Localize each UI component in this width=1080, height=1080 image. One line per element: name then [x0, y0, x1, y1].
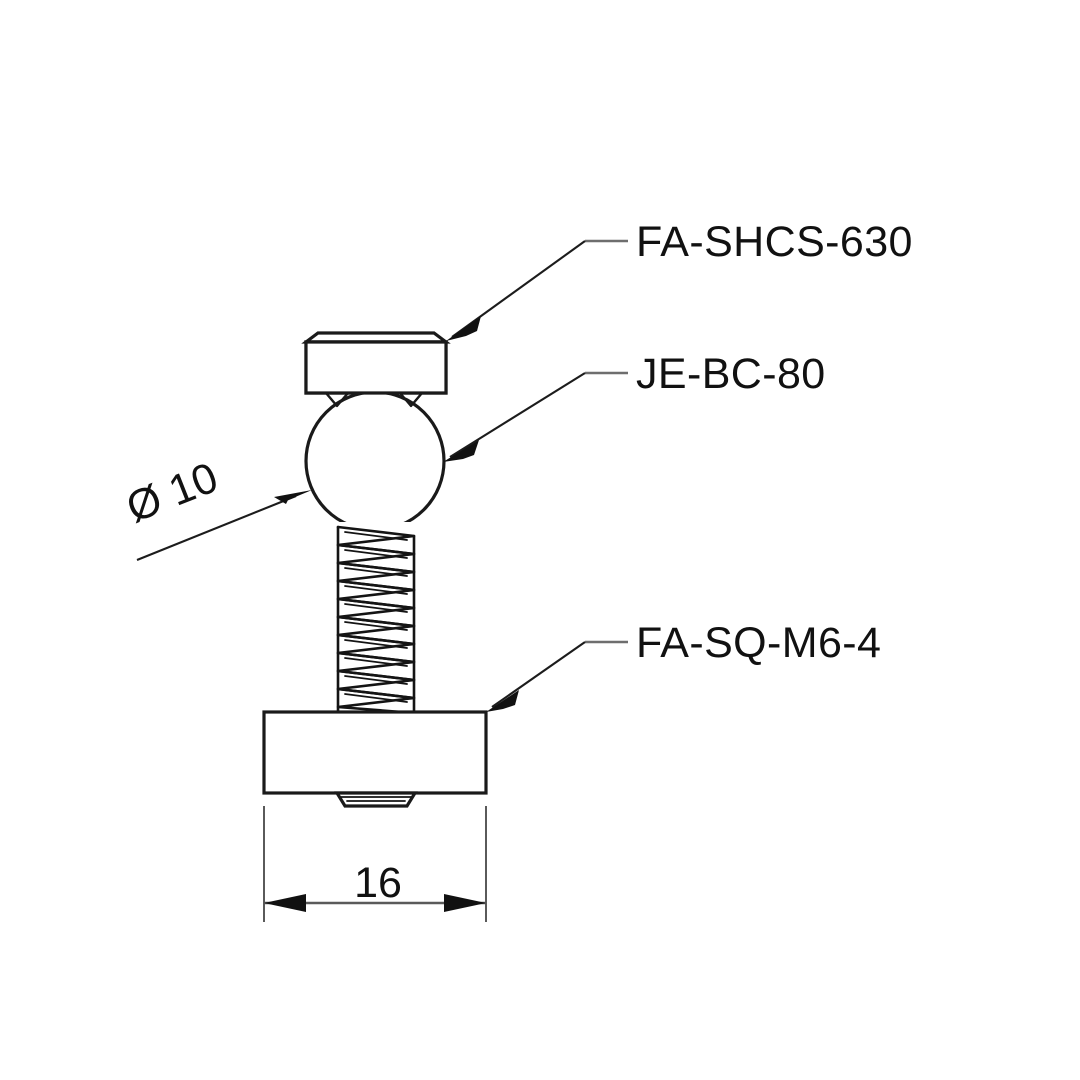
dimension-label-nut-width: 16: [354, 859, 402, 907]
dimension-nut-width: 16: [263, 806, 487, 922]
dim-arrow-right: [444, 894, 486, 912]
shank-thread-roots: [344, 531, 408, 703]
callout-label-fa-sq-m6-4: FA-SQ-M6-4: [636, 619, 881, 667]
leader-arrow-nut: [486, 690, 519, 712]
callout-fa-shcs-630: FA-SHCS-630: [446, 218, 913, 341]
square-nut-body: [262, 710, 488, 795]
dim-leader-line-diameter: [136, 495, 297, 561]
bolt-head-fillet-right-overdraw: [398, 391, 424, 408]
threaded-shank: [336, 522, 416, 715]
leader-arrow-ball: [443, 440, 479, 462]
thread-stub-body: [334, 791, 418, 808]
square-nut: [262, 710, 488, 795]
callout-fa-sq-m6-4: FA-SQ-M6-4: [486, 619, 881, 712]
callout-je-bc-80: JE-BC-80: [443, 350, 826, 462]
bolt-head-fillet-left-overdraw: [324, 391, 350, 408]
callout-label-fa-shcs-630: FA-SHCS-630: [636, 218, 913, 266]
leader-line-nut: [491, 641, 586, 708]
callout-label-je-bc-80: JE-BC-80: [636, 350, 826, 398]
dim-leader-arrow-diameter: [274, 490, 312, 504]
ball-body: [304, 340, 448, 532]
shank-threads: [336, 525, 416, 715]
bolt-head-body-overdraw: [304, 340, 448, 395]
leader-arrow-shcs: [446, 316, 481, 341]
dim-arrow-left: [264, 894, 306, 912]
leader-line-ball: [449, 372, 586, 458]
dimension-label-ball-diameter: Ø 10: [120, 453, 224, 532]
ball-circle: [304, 390, 446, 532]
thread-stub: [334, 791, 418, 808]
dimension-ball-diameter: Ø 10: [120, 453, 312, 561]
